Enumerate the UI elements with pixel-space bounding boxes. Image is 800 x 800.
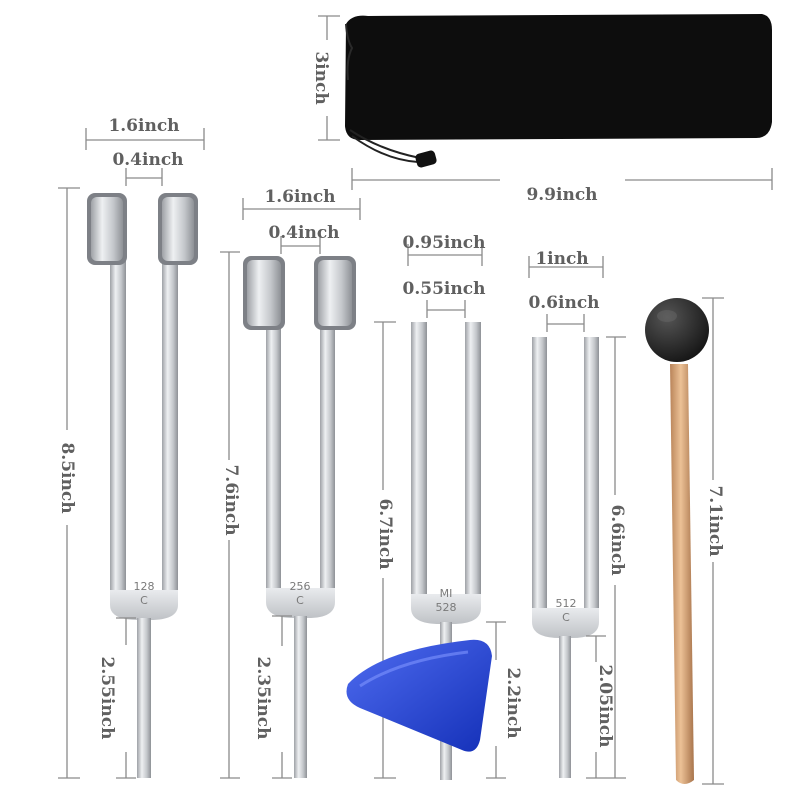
fork-528-stem-dimension <box>486 621 506 779</box>
fork-512-gap-label: 0.6inch <box>528 293 599 313</box>
fork-528-width-label: 0.95inch <box>403 233 486 253</box>
fork-128-stem-label: 2.55inch <box>97 657 117 740</box>
fork-512-width-dimension <box>528 256 604 278</box>
wooden-mallet <box>645 298 709 784</box>
fork-128-gap-dimension <box>125 168 163 186</box>
mallet-length-dimension <box>702 297 724 785</box>
fork-512-gap-dimension <box>546 314 585 332</box>
fork-256-stem-dimension <box>272 615 292 779</box>
fork-512-width-label: 1inch <box>535 249 588 269</box>
fork-512-engraving-line1: 512 <box>556 597 577 610</box>
fork-128-width-dimension <box>85 128 205 150</box>
pouch-height-dimension <box>318 15 340 141</box>
fork-256-gap-dimension <box>280 236 321 254</box>
pouch-length-dimension <box>351 168 773 190</box>
mallet-length-label: 7.1inch <box>705 485 725 556</box>
fork-256-length-label: 7.6inch <box>221 464 241 535</box>
fork-512-engraving-line2: C <box>562 611 570 624</box>
tuning-fork-512 <box>532 337 599 778</box>
fork-528-engraving-line1: MI <box>440 587 453 600</box>
fork-128-engraving-line1: 128 <box>134 580 155 593</box>
fork-512-stem-label: 2.05inch <box>595 665 615 748</box>
tuning-fork-128 <box>87 193 198 778</box>
fork-528-length-label: 6.7inch <box>375 498 395 569</box>
fork-528-stem-label: 2.2inch <box>503 667 523 738</box>
fork-256-engraving-line2: C <box>296 594 304 607</box>
fork-512-length-dimension <box>606 336 626 779</box>
fork-256-gap-label: 0.4inch <box>268 223 339 243</box>
fork-256-width-label: 1.6inch <box>264 187 335 207</box>
fork-256-stem-label: 2.35inch <box>253 657 273 740</box>
fork-256-length-dimension <box>220 251 240 779</box>
fork-512-stem-dimension <box>586 635 606 779</box>
fork-528-engraving-line2: 528 <box>436 601 457 614</box>
fork-128-width-label: 1.6inch <box>108 116 179 136</box>
fork-128-engraving-line2: C <box>140 594 148 607</box>
fork-128-gap-label: 0.4inch <box>112 150 183 170</box>
tuning-fork-256 <box>243 256 356 778</box>
tuning-fork-528 <box>411 322 481 780</box>
reflex-hammer <box>346 639 492 752</box>
fork-256-width-dimension <box>242 198 361 220</box>
fork-528-width-dimension <box>407 244 483 266</box>
fork-528-gap-label: 0.55inch <box>403 279 486 299</box>
fork-528-gap-dimension <box>426 300 466 318</box>
fork-128-length-dimension <box>58 187 80 779</box>
fork-256-engraving-line1: 256 <box>290 580 311 593</box>
pouch-length-label: 9.9inch <box>526 185 597 205</box>
fork-128-length-label: 8.5inch <box>57 442 77 513</box>
pouch-height-label: 3inch <box>311 51 331 104</box>
fork-512-length-label: 6.6inch <box>607 504 627 575</box>
velvet-pouch <box>345 14 772 168</box>
fork-128-stem-dimension <box>116 617 136 779</box>
